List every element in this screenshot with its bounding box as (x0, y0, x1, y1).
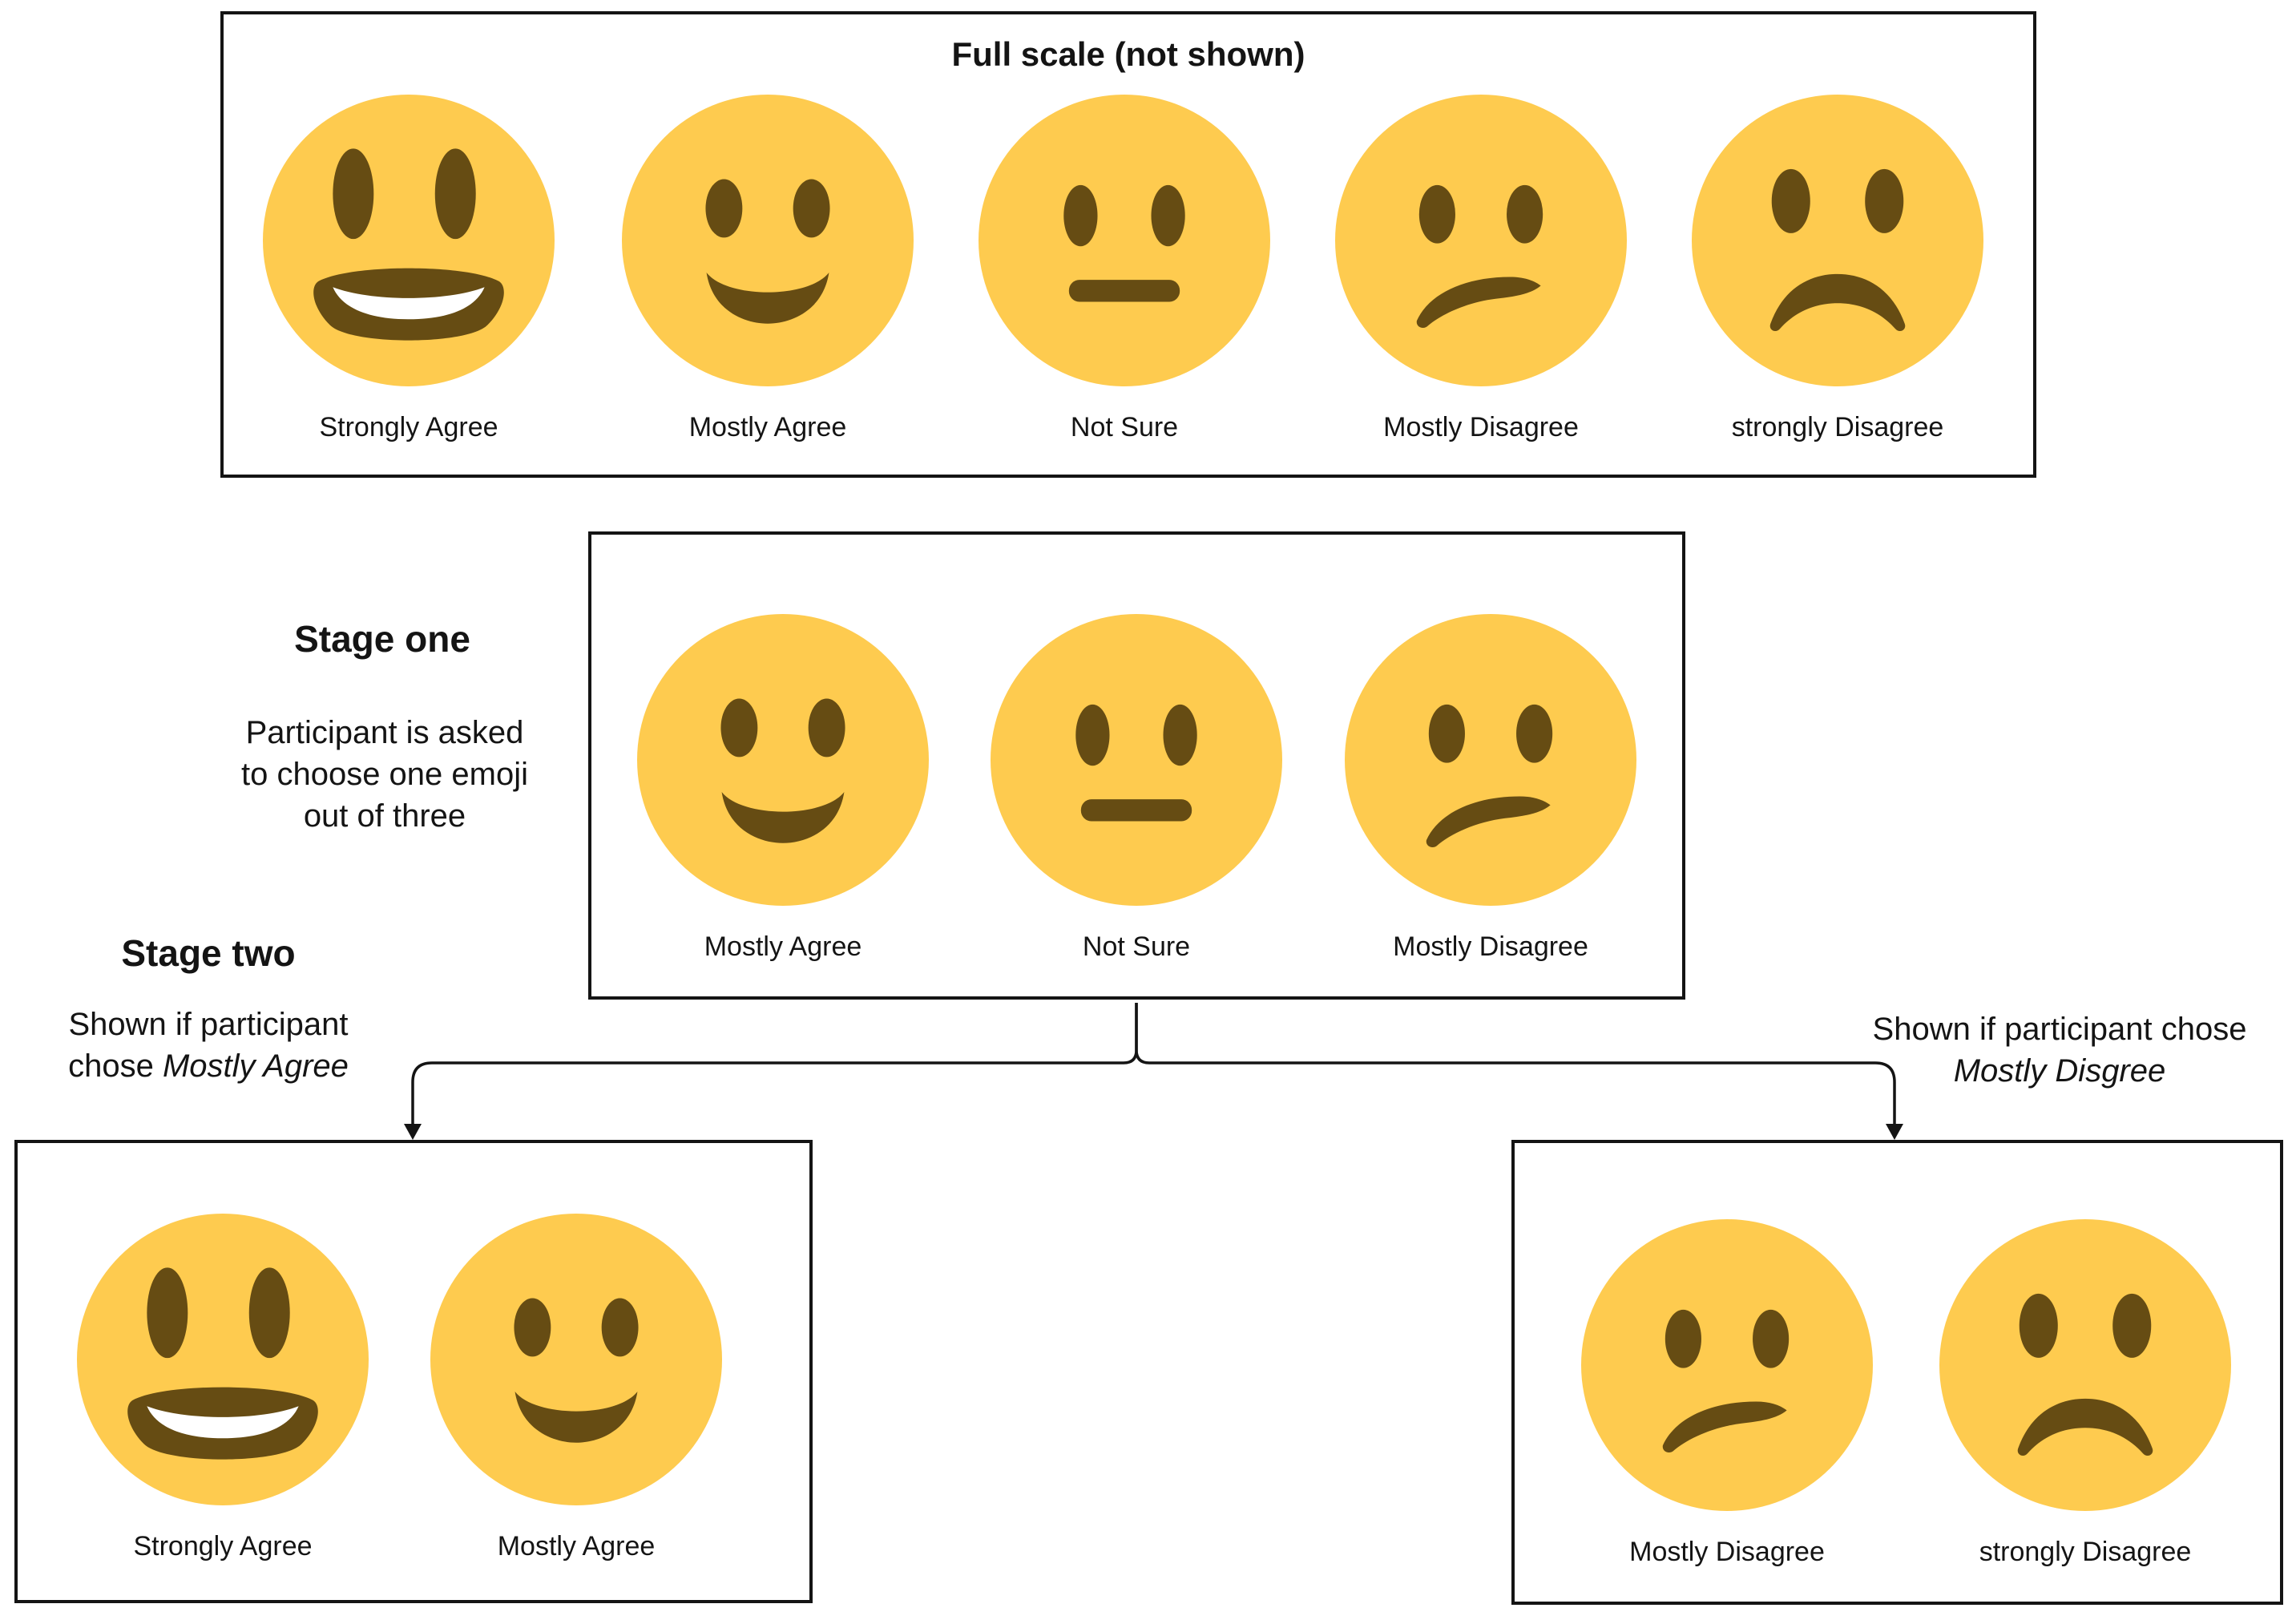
slight-smile-face-icon (622, 95, 914, 386)
emoji-label: Mostly Agree (497, 1531, 656, 1561)
emoji-label: Not Sure (1070, 412, 1179, 442)
emoji-label: Mostly Agree (688, 412, 847, 442)
emoji-item-strongly-agree: Strongly Agree (228, 95, 589, 443)
slight-smile-face-icon (430, 1214, 722, 1505)
emoji-label: Mostly Disagree (1393, 931, 1588, 962)
stage-one-description-line: Participant is asked (245, 715, 524, 750)
emoji-item-mostly-agree: Mostly Agree (396, 1214, 757, 1562)
grin-face-icon (263, 95, 555, 386)
stage-two-right-caption: Shown if participant chose Mostly Disgre… (1843, 1008, 2276, 1092)
arrowhead-left (404, 1124, 422, 1140)
emoji-label: Mostly Disagree (1629, 1537, 1825, 1567)
emoji-item-mostly-disagree: Mostly Disagree (1301, 95, 1661, 443)
frown-face-icon (1939, 1219, 2231, 1511)
emoji-item-mostly-disagree: Mostly Disagree (1310, 614, 1671, 963)
stage-one-heading: Stage one (294, 618, 470, 660)
emoji-item-mostly-agree: Mostly Agree (587, 95, 948, 443)
emoji-item-strongly-disagree: strongly Disagree (1657, 95, 2018, 443)
stage-one-description-line: to choose one emoji (240, 757, 528, 792)
neutral-face-icon (979, 95, 1270, 386)
grin-face-icon (77, 1214, 369, 1505)
confused-face-icon (1335, 95, 1627, 386)
stage-one-description: Participant is asked to choose one emoji… (200, 712, 569, 837)
frown-face-icon (1692, 95, 1983, 386)
stage-one-box: Mostly Agree Not Sure Mostly Disagree (588, 531, 1685, 1000)
stage-two-right-box: Mostly Disagree strongly Disagree (1511, 1140, 2283, 1605)
neutral-face-icon (991, 614, 1282, 906)
caption-choice: Mostly Disgree (1953, 1053, 2166, 1089)
caption-line: Shown if participant (68, 1007, 349, 1042)
caption-line: chose Mostly Agree (32, 1045, 385, 1087)
emoji-label: Mostly Disagree (1383, 412, 1579, 442)
emoji-label: strongly Disagree (1979, 1537, 2192, 1567)
emoji-item-not-sure: Not Sure (956, 614, 1317, 963)
stage-two-left-box: Strongly Agree Mostly Agree (14, 1140, 813, 1603)
full-scale-title: Full scale (not shown) (951, 35, 1305, 73)
emoji-label: Strongly Agree (319, 412, 498, 442)
emoji-label: Not Sure (1082, 931, 1191, 962)
full-scale-box: Full scale (not shown) Strongly Agree Mo… (220, 11, 2036, 478)
caption-choice: Mostly Agree (162, 1048, 349, 1084)
emoji-label: Strongly Agree (133, 1531, 313, 1561)
caption-line: Mostly Disgree (1843, 1050, 2276, 1092)
emoji-item-strongly-disagree: strongly Disagree (1905, 1219, 2266, 1568)
stage-two-left-caption: Shown if participant chose Mostly Agree (32, 1004, 385, 1087)
emoji-label: Mostly Agree (704, 931, 862, 962)
emoji-item-not-sure: Not Sure (944, 95, 1305, 443)
emoji-label: strongly Disagree (1731, 412, 1944, 442)
slight-smile-face-icon (637, 614, 929, 906)
confused-face-icon (1581, 1219, 1873, 1511)
stage-two-heading: Stage two (121, 932, 296, 974)
emoji-item-strongly-agree: Strongly Agree (42, 1214, 403, 1562)
confused-face-icon (1345, 614, 1636, 906)
caption-plain: chose (68, 1048, 163, 1084)
emoji-item-mostly-disagree: Mostly Disagree (1547, 1219, 1907, 1568)
emoji-item-mostly-agree: Mostly Agree (603, 614, 963, 963)
caption-line: Shown if participant chose (1872, 1012, 2247, 1047)
stage-one-description-line: out of three (303, 798, 466, 834)
arrowhead-right (1886, 1124, 1903, 1140)
